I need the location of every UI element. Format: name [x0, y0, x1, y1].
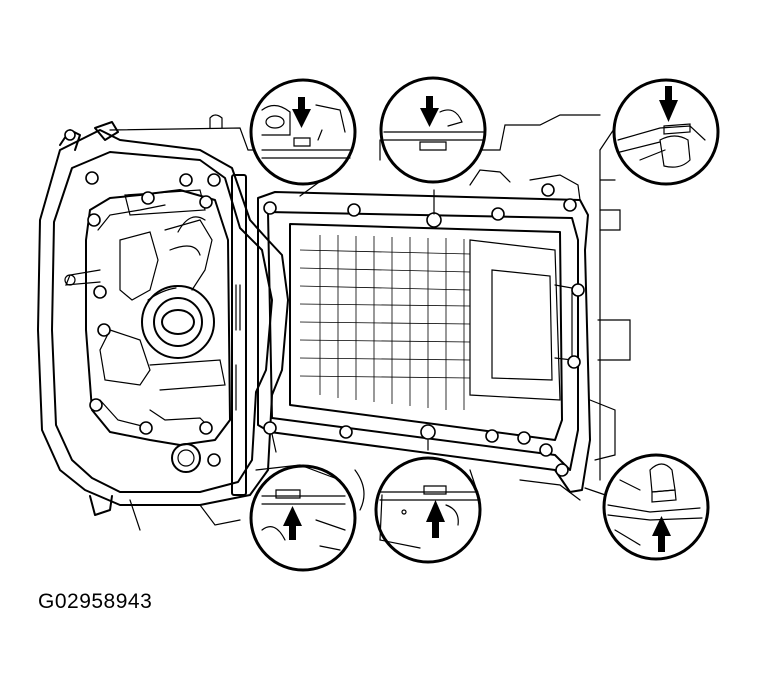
callout-bottom-center	[374, 456, 482, 564]
callout-bottom-right	[602, 453, 710, 561]
oil-pan	[257, 169, 591, 493]
callout-top-center	[379, 76, 487, 184]
arrow-down-icon	[292, 97, 311, 128]
callout-top-right	[612, 78, 720, 186]
crankshaft-oil-seal	[141, 285, 215, 359]
arrow-up-icon	[426, 500, 445, 538]
arrow-up-icon	[652, 516, 671, 552]
arrow-down-icon	[420, 96, 439, 127]
oil-pan-ribs	[299, 235, 471, 410]
callout-top-left	[249, 78, 357, 186]
bolt-holes	[64, 129, 585, 477]
arrow-down-icon	[659, 86, 678, 122]
callout-bottom-left	[249, 464, 357, 572]
arrow-up-icon	[283, 506, 302, 540]
timing-chain-cover	[37, 121, 289, 516]
figure-code-label: G02958943	[38, 590, 153, 613]
engine-block-outline	[109, 104, 631, 531]
